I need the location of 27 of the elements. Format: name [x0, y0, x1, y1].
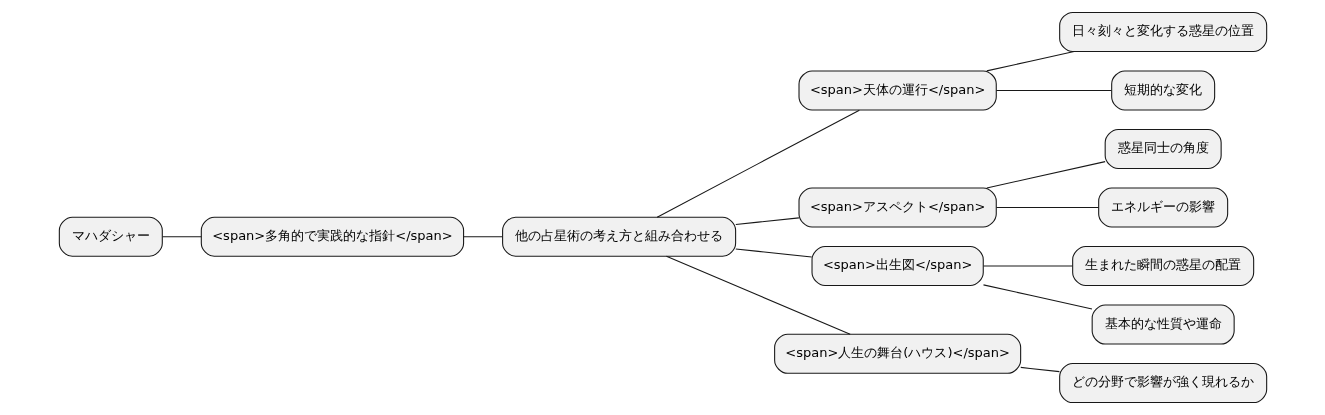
node-box: 日々刻々と変化する惑星の位置: [1058, 11, 1267, 52]
connector: [665, 255, 851, 335]
node-box: <span>出生図</span>: [811, 246, 984, 287]
connector: [985, 161, 1106, 189]
connector: [462, 236, 503, 238]
connector: [1019, 366, 1060, 373]
connector: [982, 284, 1093, 310]
connector: [995, 89, 1112, 91]
connector: [982, 265, 1073, 267]
node-box: <span>人生の舞台(ハウス)</span>: [773, 333, 1021, 374]
connector: [161, 236, 202, 238]
connector: [734, 248, 812, 258]
node-box: <span>アスペクト</span>: [797, 187, 997, 228]
connector: [734, 217, 799, 226]
node-box: 基本的な性質や運命: [1091, 304, 1235, 345]
connector: [995, 206, 1099, 209]
node-box: <span>多角的で実践的な指針</span>: [200, 216, 464, 257]
node-box: 他の占星術の考え方と組み合わせる: [501, 216, 736, 257]
node-box: 生まれた瞬間の惑星の配置: [1071, 246, 1254, 287]
node-box: エネルギーの影響: [1097, 187, 1228, 228]
connector: [985, 50, 1075, 72]
node-box: マハダシャー: [58, 216, 163, 257]
node-box: <span>天体の運行</span>: [797, 70, 997, 111]
node-box: 短期的な変化: [1110, 70, 1215, 111]
node-box: 惑星同士の角度: [1104, 128, 1222, 169]
node-box: どの分野で影響が強く現れるか: [1058, 363, 1267, 404]
connector: [656, 109, 860, 218]
